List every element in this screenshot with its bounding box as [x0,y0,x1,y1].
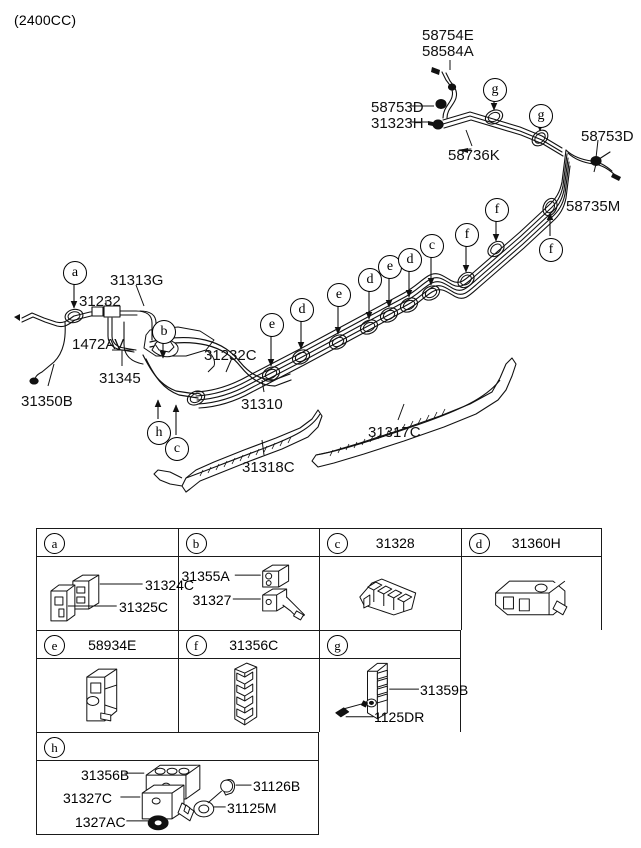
part-art-f [233,662,257,726]
part-art-c [359,578,417,616]
label-58753D-right: 58753D [581,128,634,145]
callout-f-main-1[interactable]: f [455,223,479,247]
legend-header-f: f 31356C [178,631,319,659]
legend-id-c: c [327,533,348,554]
legend-id-e: e [44,635,65,656]
legend-id-f: f [185,635,207,656]
legend-id-b: b [185,533,207,554]
label-58753D-left: 58753D [371,99,424,116]
parts-legend-table: a [36,528,602,835]
legend-body-f [179,659,320,732]
label-31232C: 31232C [204,347,257,364]
part-label-31324C: 31324C [145,577,195,593]
callout-e-main-2[interactable]: e [327,283,351,307]
legend-number-d: 31360H [511,534,561,551]
callout-d-main-2[interactable]: d [358,268,382,292]
legend-header-d: d 31360H [461,529,601,557]
legend-body-b: 31355A 31327 [179,557,320,630]
legend-cell-d[interactable]: d 31360H [460,528,602,630]
part-label-31327C: 31327C [63,790,113,806]
legend-cell-e[interactable]: e 58934E [36,630,178,732]
part-label-31355A: 31355A [181,568,230,584]
legend-number-e: 58934E [88,636,137,653]
legend-row-1: a [36,528,602,630]
part-label-31327: 31327 [192,592,232,608]
callout-c-main-2[interactable]: c [420,234,444,258]
part-art-a [50,574,143,622]
label-58735M: 58735M [566,198,621,215]
part-label-1125DR: 1125DR [374,709,425,725]
part-art-e [86,668,118,722]
legend-cell-f[interactable]: f 31356C [177,630,320,732]
legend-id-d: d [468,533,490,554]
legend-id-a: a [44,533,65,554]
legend-header-e: e 58934E [37,631,178,659]
part-art-g [335,662,419,720]
label-58584A: 58584A [422,43,474,60]
part-label-31356B: 31356B [81,767,130,783]
legend-body-d [462,557,602,630]
legend-row-2: e 58934E [36,630,602,732]
callout-d-main-1[interactable]: d [290,298,314,322]
legend-body-h: 31356B 31327C 1327AC 31126B 31125M [37,761,318,834]
callout-g-main-1[interactable]: g [483,78,507,102]
part-label-31125M: 31125M [227,800,277,816]
part-label-31359B: 31359B [420,682,469,698]
label-31317C: 31317C [368,424,421,441]
legend-header-g: g [320,631,460,659]
legend-number-f: 31356C [229,636,279,653]
label-31310: 31310 [241,396,283,413]
label-31323H: 31323H [371,115,424,132]
callout-b-main[interactable]: b [152,320,176,344]
legend-number-c: 31328 [375,534,415,551]
part-label-1327AC: 1327AC [75,814,126,830]
legend-body-a: 31324C 31325C [37,557,194,630]
label-58754E: 58754E [422,27,474,44]
legend-cell-a[interactable]: a [36,528,194,630]
legend-id-h: h [44,737,65,758]
label-31318C: 31318C [242,459,295,476]
callout-c-main-1[interactable]: c [165,437,189,461]
callout-e-main-1[interactable]: e [260,313,284,337]
legend-cell-b[interactable]: b [177,528,320,630]
legend-cell-c[interactable]: c 31328 [319,528,461,630]
callout-f-main-3[interactable]: f [539,238,563,262]
label-31232-left: 31232 [79,293,121,310]
part-art-h [120,764,252,831]
legend-body-e [37,659,178,732]
page-title: (2400CC) [14,12,77,28]
part-art-d [494,580,567,616]
label-31313G: 31313G [110,272,164,289]
part-label-31325C: 31325C [119,599,169,615]
legend-cell-g[interactable]: g [319,630,468,732]
legend-id-g: g [327,635,348,656]
callout-d-main-3[interactable]: d [398,248,422,272]
label-1472AV: 1472AV [72,336,125,353]
callout-f-main-2[interactable]: f [485,198,509,222]
legend-row-3: h [36,732,602,835]
part-label-31126B: 31126B [253,778,301,794]
legend-header-h: h [37,733,318,761]
callout-a-main[interactable]: a [63,261,87,285]
label-58736K: 58736K [448,147,500,164]
legend-header-a: a [37,529,178,557]
part-art-b [232,564,305,621]
legend-body-c [320,557,461,630]
legend-header-c: c 31328 [320,529,461,557]
legend-body-g: 31359B 1125DR [320,659,468,732]
label-31345: 31345 [99,370,141,387]
label-31350B: 31350B [21,393,73,410]
legend-cell-h[interactable]: h [36,732,319,835]
callout-g-main-2[interactable]: g [529,104,553,128]
legend-header-b: b [178,529,319,557]
